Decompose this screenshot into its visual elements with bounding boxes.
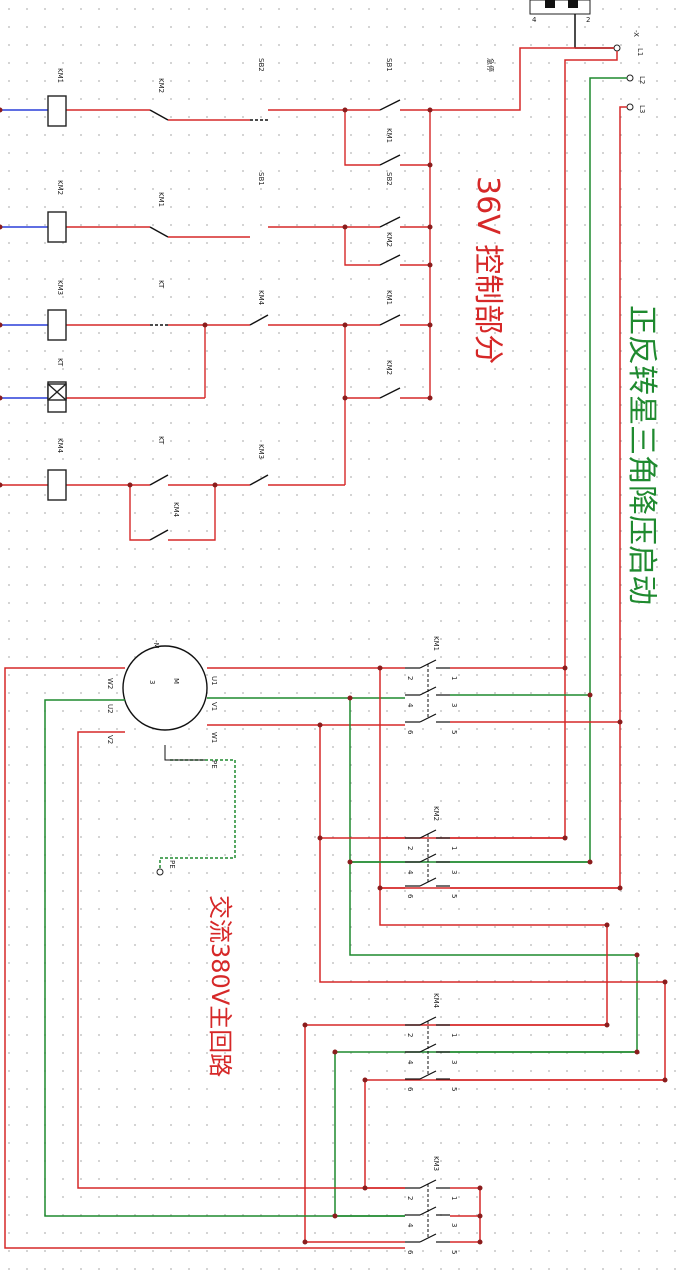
control-section-title: 36V 控制部分 (470, 176, 505, 364)
control-labels: KM1 KM2 SB2 SB1 KM1 急停 KM2 KM1 SB1 SB2 K… (56, 58, 495, 518)
motor-phase-label: 3 (148, 680, 156, 684)
contact-in-label: 3 (450, 1060, 458, 1064)
motor-w1-label: W1 (210, 732, 218, 743)
rung2-stop-label: SB1 (257, 172, 265, 186)
coil-km1 (47, 95, 67, 127)
motor-u2-label: U2 (106, 704, 114, 714)
motor-name: -M (152, 640, 160, 649)
control-circuit (0, 95, 500, 541)
contact-in-label: 3 (450, 870, 458, 874)
contactor-name: KM3 (432, 1156, 440, 1171)
pe-terminal: PE (156, 860, 176, 876)
contactor-name: KM1 (432, 636, 440, 651)
coil-km4-label: KM4 (56, 438, 64, 454)
main-circuit-wires (4, 667, 666, 1249)
coil-km4 (47, 469, 67, 501)
contact-in-label: 3 (450, 703, 458, 707)
coil-km2 (47, 211, 67, 243)
motor-pe-label: PE (210, 760, 218, 769)
contact-out-label: 2 (406, 1196, 414, 1200)
terminal-l1 (613, 44, 621, 52)
main-junctions (302, 665, 668, 1245)
contact-out-label: 2 (406, 1033, 414, 1037)
rung2-nc-label: KM1 (157, 192, 165, 207)
coil-km2-label: KM2 (56, 180, 64, 195)
motor-w2-label: W2 (106, 678, 114, 689)
contact-in-label: 1 (450, 1033, 458, 1037)
motor-m-label: M (172, 678, 180, 684)
coil-km1-label: KM1 (56, 68, 64, 83)
rung1-hold-label: KM1 (385, 128, 393, 143)
contact-out-label: 4 (406, 870, 414, 875)
contact-in-label: 1 (450, 1196, 458, 1200)
contact-out-label: 4 (406, 1060, 414, 1065)
motor-u1-label: U1 (210, 676, 218, 686)
contact-out-label: 6 (406, 894, 414, 899)
contact-blade (419, 853, 437, 863)
contactor-km3: KM3 1 2 3 4 5 6 (405, 1156, 458, 1255)
contact-in-label: 5 (450, 730, 458, 734)
contact-in-label: 1 (450, 676, 458, 680)
transformer-left-label: 4 (532, 16, 537, 24)
rung2-start-label: SB2 (385, 172, 393, 186)
coil-kt-label: KT (56, 358, 64, 367)
transformer: 4 2 (529, 0, 615, 49)
transformer-right-label: 2 (586, 16, 590, 24)
contact-out-label: 4 (406, 1223, 414, 1228)
contact-blade (419, 1070, 437, 1080)
contact-in-label: 5 (450, 1087, 458, 1091)
estop-label: 急停 (486, 58, 495, 72)
titles: 36V 控制部分 正反转星三角降压启动 交流380V主回路 (206, 176, 659, 1077)
contact-out-label: 2 (406, 846, 414, 850)
contact-out-label: 6 (406, 1087, 414, 1092)
rung5-km3-label: KM3 (257, 444, 265, 459)
terminal-l1-prefix: -X (632, 30, 640, 37)
rung4-km2-label: KM2 (385, 360, 393, 375)
motor: -M M 3 U1 V1 W1 PE W2 U2 V2 (106, 640, 218, 769)
contact-blade (419, 1233, 437, 1243)
rung3-km4-label: KM4 (257, 290, 265, 306)
rung1-start-label: SB1 (385, 58, 393, 72)
contactor-km2: KM2 1 2 3 4 5 6 (405, 806, 458, 899)
contact-in-label: 3 (450, 1223, 458, 1227)
contactor-name: KM2 (432, 806, 440, 821)
main-circuit-title: 交流380V主回路 (206, 895, 234, 1077)
rung1-stop-label: SB2 (257, 58, 265, 72)
rung1-nc-label: KM2 (157, 78, 165, 93)
contactor-name: KM4 (432, 993, 440, 1009)
contact-out-label: 4 (406, 703, 414, 708)
rung5-hold-label: KM4 (172, 502, 180, 518)
terminal-l2-label: L2 (638, 76, 646, 84)
contactor-km4: KM4 1 2 3 4 5 6 (405, 993, 458, 1092)
pe-terminal-label: PE (168, 860, 176, 869)
contactor-km1: KM1 1 2 3 4 5 6 (405, 636, 458, 735)
terminal-l1-label: L1 (636, 48, 644, 56)
rung3-km1-label: KM1 (385, 290, 393, 305)
contact-out-label: 6 (406, 1250, 414, 1255)
control-junctions (0, 107, 433, 488)
coil-km3 (47, 309, 67, 341)
terminal-l3-label: L3 (638, 105, 646, 113)
supply-terminals: L1 -X L2 L3 (613, 30, 646, 113)
contact-in-label: 1 (450, 846, 458, 850)
rung5-kt-label: KT (157, 436, 165, 445)
contact-in-label: 5 (450, 1250, 458, 1254)
contact-in-label: 5 (450, 894, 458, 898)
scheme-title: 正反转星三角降压启动 (624, 305, 659, 605)
terminal-l2 (626, 74, 634, 82)
rung2-hold-label: KM2 (385, 232, 393, 247)
terminal-l3 (626, 103, 634, 111)
contact-blade (419, 713, 437, 723)
supply-phase-wires (350, 47, 627, 889)
motor-v1-label: V1 (210, 702, 218, 711)
coil-km3-label: KM3 (56, 280, 64, 295)
contact-out-label: 2 (406, 676, 414, 680)
contact-out-label: 6 (406, 730, 414, 735)
motor-v2-label: V2 (106, 735, 114, 744)
rung3-kt-label: KT (157, 280, 165, 289)
